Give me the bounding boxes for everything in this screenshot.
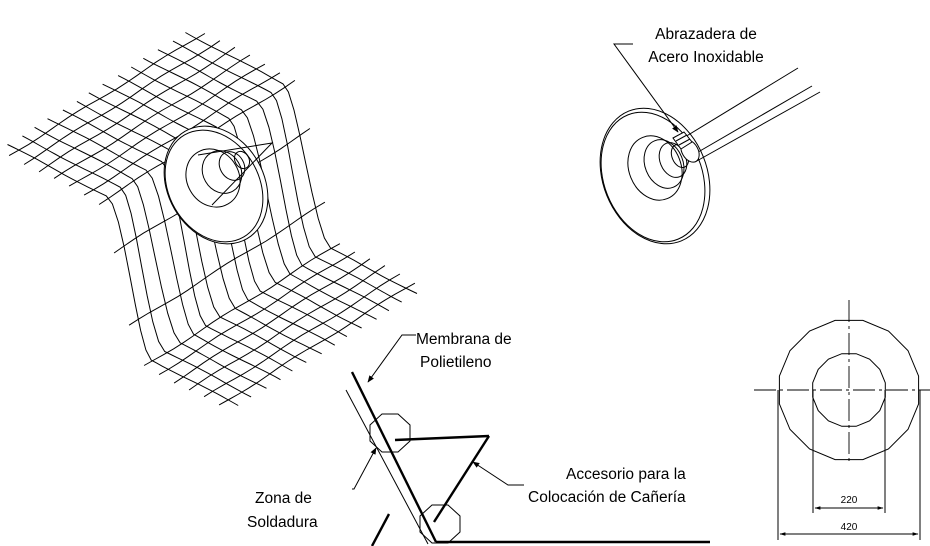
flange-cone <box>599 107 711 245</box>
outer-dimension: 420 <box>841 522 858 533</box>
mesh-wire-v <box>173 258 371 384</box>
mesh-wire-v <box>8 33 206 157</box>
clamp-label-line1: Abrazadera de <box>655 26 757 43</box>
mesh-membrane-view <box>7 32 418 406</box>
membrane-label-line2: Polietileno <box>420 354 492 371</box>
clamp-label-line2: Acero Inoxidable <box>648 49 763 66</box>
mesh-wire-v <box>218 282 416 406</box>
mesh-wire-v <box>188 265 386 391</box>
accessory-top <box>394 434 490 442</box>
mesh-wire-v <box>158 251 356 376</box>
mesh-wire-v <box>143 243 341 366</box>
stainless-clamp <box>672 131 693 150</box>
mesh-wire-u <box>22 135 252 398</box>
mesh-wire-v <box>53 54 251 179</box>
clamp-leader <box>613 43 679 133</box>
pipe-flange-view: Abrazadera de Acero Inoxidable <box>599 26 821 245</box>
mesh-wire-u <box>143 57 377 320</box>
weld-label-line2: Soldadura <box>247 514 318 531</box>
accessory-label-line1: Accesorio para la <box>566 466 686 483</box>
plan-view: 220 420 <box>754 300 930 540</box>
outer-flange-outline <box>778 319 920 461</box>
cone-flange <box>163 125 274 245</box>
mesh-wire-u <box>7 144 239 406</box>
mesh-wire-v <box>203 273 401 398</box>
membrane-line <box>350 371 438 543</box>
mesh-wire-v <box>23 40 221 165</box>
membrane-label-line1: Membrana de <box>416 331 512 348</box>
break-line <box>370 513 391 546</box>
weld-label-line1: Zona de <box>255 490 312 507</box>
inner-dimension: 220 <box>841 495 858 506</box>
inner-pipe-outline <box>812 353 886 427</box>
wire-mesh <box>7 32 418 406</box>
mesh-wire-v <box>68 63 266 187</box>
weld-zone-lower <box>419 504 461 544</box>
pipe <box>679 67 821 163</box>
accessory-diagonal <box>432 435 491 523</box>
mesh-wire-v <box>38 46 236 173</box>
weld-zone-upper <box>369 413 411 453</box>
mesh-wire-v <box>128 201 326 326</box>
accessory-leader <box>472 461 524 486</box>
weld-leader <box>352 447 377 490</box>
membrane-leader <box>367 334 416 383</box>
section-detail: Membrana de Polietileno Zona de Soldadur… <box>247 331 710 546</box>
accessory-label-line2: Colocación de Cañería <box>528 489 686 506</box>
